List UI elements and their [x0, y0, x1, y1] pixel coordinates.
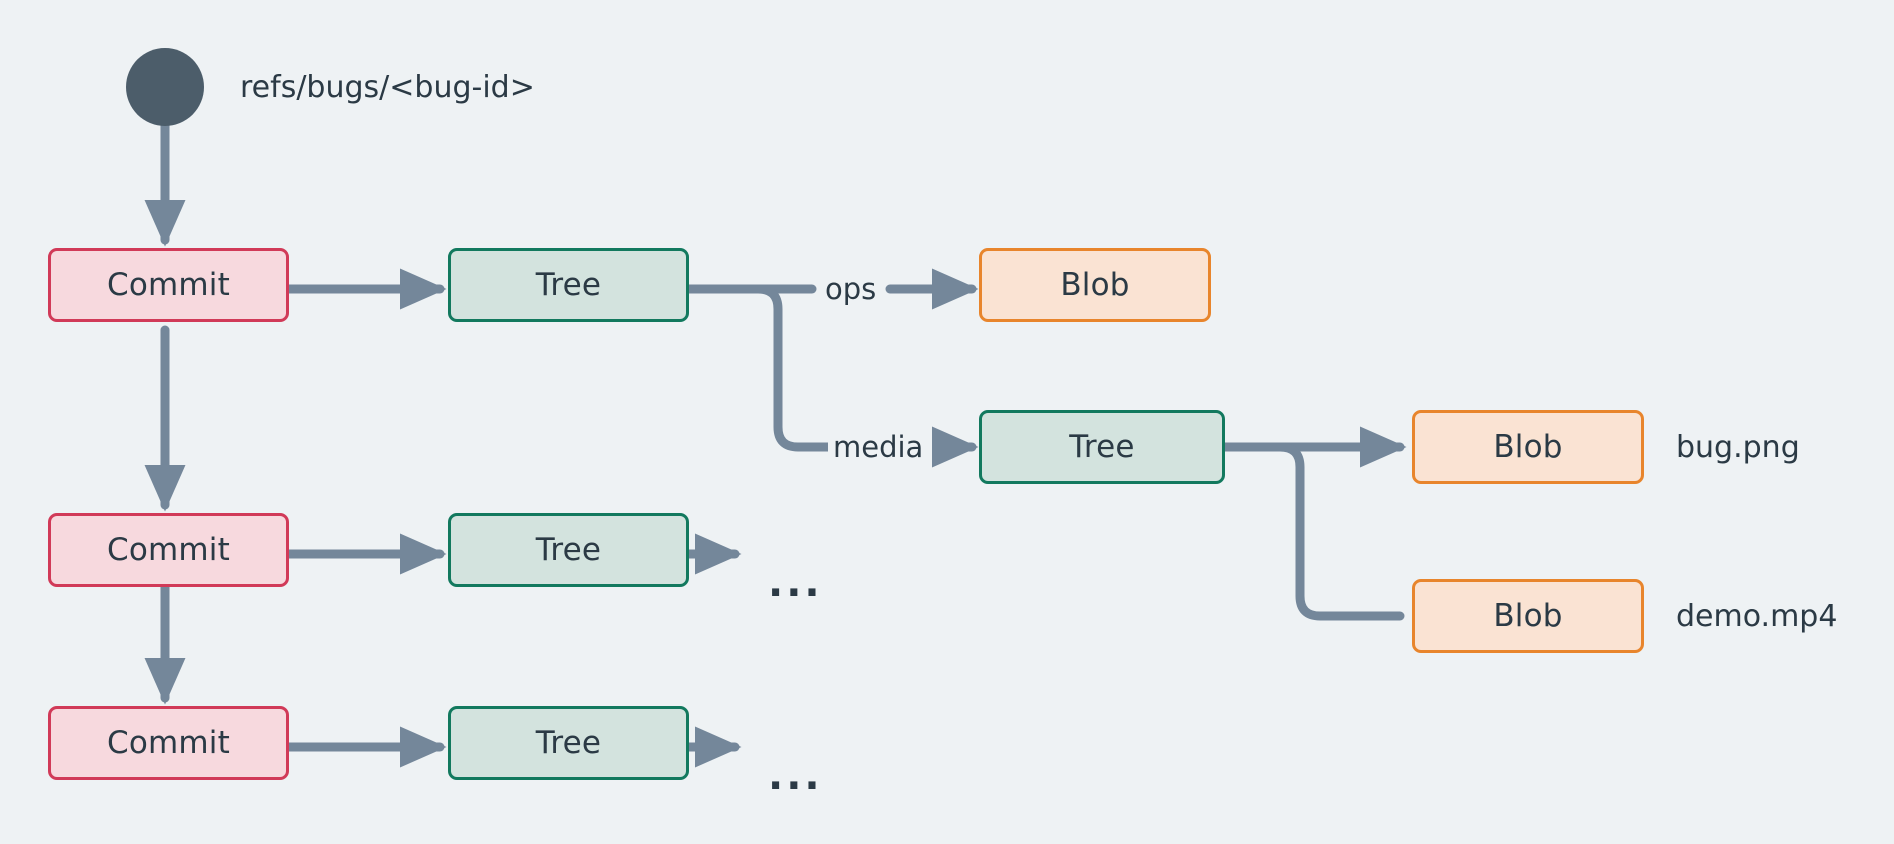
- node-commit-2-label: Commit: [107, 532, 230, 568]
- edge-treemedia-to-blob-mp4: [1220, 442, 1405, 621]
- node-tree-3[interactable]: Tree: [448, 706, 689, 780]
- edge-label-ops: ops: [820, 275, 882, 304]
- node-blob-demo-mp4-label: Blob: [1493, 598, 1563, 634]
- node-commit-2[interactable]: Commit: [48, 513, 289, 587]
- node-tree-1[interactable]: Tree: [448, 248, 689, 322]
- node-blob-bug-png-label: Blob: [1493, 429, 1563, 465]
- node-blob-ops-label: Blob: [1060, 267, 1130, 303]
- node-blob-demo-mp4[interactable]: Blob: [1412, 579, 1644, 653]
- node-tree-1-label: Tree: [535, 267, 602, 303]
- node-commit-3-label: Commit: [107, 725, 230, 761]
- edge-label-media: media: [828, 433, 929, 462]
- node-tree-2-label: Tree: [535, 532, 602, 568]
- ellipsis-row-2: ...: [768, 560, 823, 606]
- node-tree-3-label: Tree: [535, 725, 602, 761]
- node-tree-2[interactable]: Tree: [448, 513, 689, 587]
- ellipsis-row-3: ...: [768, 753, 823, 799]
- node-blob-bug-png[interactable]: Blob: [1412, 410, 1644, 484]
- ref-dot-icon: [126, 48, 204, 126]
- node-tree-media-label: Tree: [1069, 429, 1135, 465]
- edge-tree1-branch-to-media: [684, 284, 833, 452]
- node-blob-ops[interactable]: Blob: [979, 248, 1211, 322]
- ref-label: refs/bugs/<bug-id>: [240, 70, 535, 105]
- file-label-demo-mp4: demo.mp4: [1676, 599, 1838, 634]
- node-tree-media[interactable]: Tree: [979, 410, 1225, 484]
- file-label-bug-png: bug.png: [1676, 430, 1800, 465]
- node-commit-1-label: Commit: [107, 267, 230, 303]
- node-commit-1[interactable]: Commit: [48, 248, 289, 322]
- node-commit-3[interactable]: Commit: [48, 706, 289, 780]
